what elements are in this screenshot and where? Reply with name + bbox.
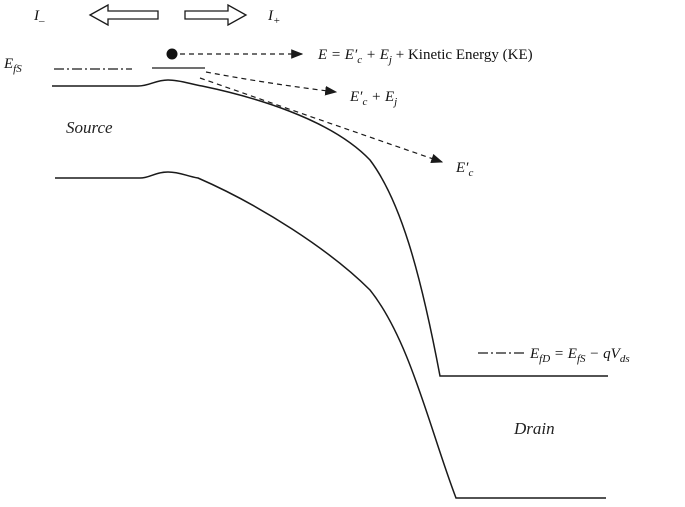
valence-band-edge [55, 171, 606, 499]
ec-label: E′c [455, 160, 473, 179]
efs-label: EfS [3, 56, 22, 75]
electron-dot-icon [166, 48, 178, 60]
conduction-band-edge [52, 79, 608, 377]
right-arrow-icon [184, 3, 248, 27]
i-plus-label: I+ [267, 8, 280, 27]
ecj-label: E′c + Ej [349, 89, 397, 108]
i-minus-label: I– [33, 8, 45, 27]
ecj-arrow [205, 71, 338, 96]
drain-label: Drain [513, 419, 555, 438]
total-energy-label: E = E′c + Ej + Kinetic Energy (KE) [317, 47, 533, 66]
ec-arrow [199, 77, 444, 164]
left-arrow-icon [88, 3, 159, 27]
efd-label: EfD = EfS − qVds [529, 346, 630, 365]
source-label: Source [66, 118, 113, 137]
